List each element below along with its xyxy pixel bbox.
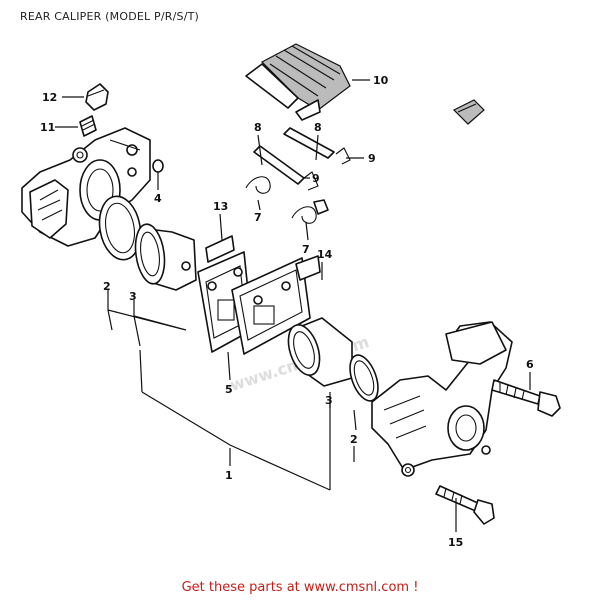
bolt-15 [435,485,495,525]
pad-pin-upper [283,127,335,159]
right-caliper-body [371,321,513,477]
callout-12: 12 [42,91,57,104]
footer-link-text[interactable]: Get these parts at www.cmsnl.com ! [181,580,419,595]
callout-8-right: 8 [314,121,322,134]
callout-14: 14 [317,248,333,261]
callout-4: 4 [154,192,162,205]
bleeder-valve [79,115,97,137]
callout-6: 6 [526,358,534,371]
plug-4 [152,159,164,173]
callout-2-right: 2 [350,433,358,446]
diagram-title: REAR CALIPER (MODEL P/R/S/T) [20,10,200,23]
callout-8-left: 8 [254,121,262,134]
pad-shim-right [295,255,321,281]
pad-shim [205,235,235,263]
callout-15: 15 [448,536,463,549]
callout-7-lower: 7 [302,243,310,256]
spring-clip-upper [245,176,271,194]
callout-9-upper: 9 [368,152,376,165]
callout-10: 10 [373,74,389,87]
clip-upper [335,147,351,165]
callout-3-right: 3 [325,394,333,407]
spring-clip-lower [291,199,329,224]
clip-lower [303,171,319,191]
callout-2-left: 2 [103,280,111,293]
pad-spring [245,43,351,121]
callout-3-left: 3 [129,290,137,303]
right-piston [287,317,353,387]
leader-lines [55,79,531,532]
callout-9-lower: 9 [312,172,320,185]
left-seal-ring [98,195,142,261]
left-piston [134,223,197,291]
callout-7-upper: 7 [254,211,262,224]
bleeder-cap [85,83,109,111]
loose-fitting [452,99,485,125]
bolt-6 [491,379,561,417]
right-seal-ring [349,354,379,402]
brake-pad-right [231,257,311,355]
callout-11: 11 [40,121,55,134]
callout-1: 1 [225,469,233,482]
callout-5: 5 [225,383,233,396]
callout-13: 13 [213,200,228,213]
